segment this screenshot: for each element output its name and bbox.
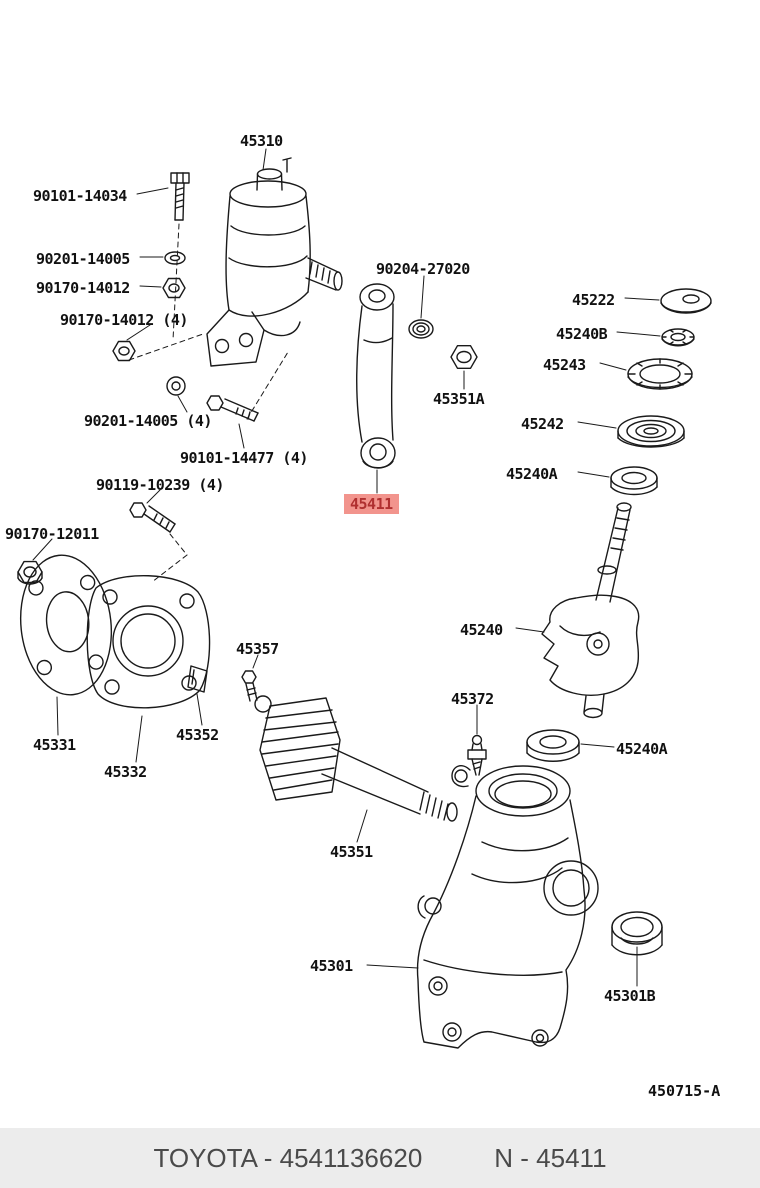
locknut-45243-drawing [627, 358, 693, 390]
footer-part-code: TOYOTA - 4541136620 [153, 1142, 423, 1173]
assembly-dashed-lines [128, 223, 289, 583]
part-label-45332[interactable]: 45332 [104, 763, 147, 781]
part-label-90119-10239-4[interactable]: 90119-10239 (4) [96, 476, 224, 494]
bolt-90101-14034-drawing [170, 172, 190, 221]
nut-45351A-drawing [450, 345, 478, 369]
part-label-45240B[interactable]: 45240B [556, 325, 608, 343]
valve-worm-assy-45240-drawing [541, 502, 640, 719]
part-label-45242[interactable]: 45242 [521, 415, 564, 433]
part-label-45243[interactable]: 45243 [543, 356, 586, 374]
part-label-90201-14005-4[interactable]: 90201-14005 (4) [84, 412, 212, 430]
part-label-90170-12011[interactable]: 90170-12011 [5, 525, 99, 543]
part-label-45222[interactable]: 45222 [572, 291, 615, 309]
adjusting-ring-45242-drawing [617, 415, 685, 448]
washer-90204-27020-drawing [408, 319, 434, 339]
washer-90201-14005-4-drawing [166, 376, 186, 396]
cap-45222-drawing [660, 288, 712, 314]
footer-part-number: N - 45411 [494, 1142, 607, 1173]
part-label-45240A-lower[interactable]: 45240A [616, 740, 668, 758]
part-label-45310[interactable]: 45310 [240, 132, 283, 150]
part-label-45301B[interactable]: 45301B [604, 987, 656, 1005]
part-label-90170-14012[interactable]: 90170-14012 [36, 279, 130, 297]
steering-gear-valve-assy-drawing [206, 157, 343, 367]
bearing-45240A-lower-drawing [526, 729, 580, 762]
sector-shaft-45351-drawing [259, 697, 458, 822]
clip-45352-drawing [187, 665, 208, 693]
pitman-arm-drawing [356, 283, 396, 469]
part-label-45240A-upper[interactable]: 45240A [506, 465, 558, 483]
part-label-45372[interactable]: 45372 [451, 690, 494, 708]
nut-90170-14012-4-drawing [112, 340, 136, 362]
part-label-45351A[interactable]: 45351A [433, 390, 485, 408]
part-label-90101-14034[interactable]: 90101-14034 [33, 187, 127, 205]
drawing-code: 450715-A [648, 1082, 721, 1100]
part-label-45357[interactable]: 45357 [236, 640, 279, 658]
bolt-90119-10239-4-drawing [129, 502, 176, 533]
part-label-45411-highlighted[interactable]: 45411 [344, 494, 399, 514]
washer-90201-14005-drawing [164, 251, 186, 265]
part-label-90170-14012-4[interactable]: 90170-14012 (4) [60, 311, 188, 329]
screw-45357-drawing [241, 670, 272, 713]
grease-fitting-45372-drawing [467, 734, 487, 776]
part-label-90201-14005[interactable]: 90201-14005 [36, 250, 130, 268]
part-label-45301[interactable]: 45301 [310, 957, 353, 975]
nut-90170-14012-drawing [162, 277, 186, 299]
part-label-90101-14477-4[interactable]: 90101-14477 (4) [180, 449, 308, 467]
part-label-45240[interactable]: 45240 [460, 621, 503, 639]
leader-lines [32, 148, 661, 987]
gear-housing-45301-drawing [416, 765, 599, 1049]
cover-plate-45331-drawing [19, 554, 113, 696]
bolt-90101-14477-4-drawing [206, 395, 259, 422]
part-label-45352[interactable]: 45352 [176, 726, 219, 744]
nut-45240B-drawing [661, 328, 695, 347]
part-label-90204-27020[interactable]: 90204-27020 [376, 260, 470, 278]
housing-cover-45332-drawing [86, 574, 211, 709]
part-label-45331[interactable]: 45331 [33, 736, 76, 754]
part-label-45351[interactable]: 45351 [330, 843, 373, 861]
bearing-45240A-upper-drawing [610, 466, 658, 496]
footer-bar: TOYOTA - 4541136620 N - 45411 [0, 1128, 760, 1188]
